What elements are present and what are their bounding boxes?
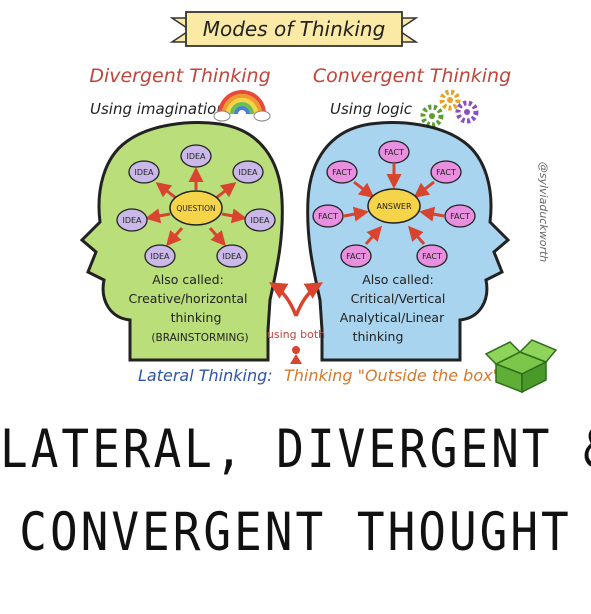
modes-of-thinking-diagram: Modes of Thinking Divergent Thinking Con… <box>79 11 558 394</box>
convergent-head <box>306 121 511 362</box>
divergent-subtitle: Using imagination <box>90 100 226 118</box>
question-node: QUESTION <box>176 204 215 213</box>
divergent-description: Also called: Creative/horizontal thinkin… <box>129 272 249 344</box>
person-icon <box>290 346 302 364</box>
credit-text: @sylviaduckworth <box>537 162 550 263</box>
idea-node: IDEA <box>250 216 270 225</box>
banner-title: Modes of Thinking <box>203 17 386 41</box>
idea-node: IDEA <box>134 168 154 177</box>
divergent-nodes: QUESTION IDEA IDEA IDEA IDEA IDEA IDEA I… <box>116 144 276 268</box>
title-banner: Modes of Thinking <box>169 11 419 47</box>
idea-node: IDEA <box>122 216 142 225</box>
idea-node: IDEA <box>150 252 170 261</box>
fact-node: FACT <box>384 148 404 157</box>
gears-icon <box>420 89 479 128</box>
caption-line-2: CONVERGENT THOUGHT <box>19 500 572 563</box>
lateral-text: Thinking "Outside the box" <box>284 366 500 385</box>
convergent-arrows <box>343 164 445 245</box>
convergent-nodes: ANSWER FACT FACT FACT FACT FACT FACT FAC… <box>312 140 476 268</box>
idea-node: IDEA <box>186 152 206 161</box>
also-called-label: Also called: <box>152 272 223 287</box>
using-both-arrows <box>268 282 324 317</box>
divergent-arrows <box>145 167 247 247</box>
open-box-icon <box>484 339 558 394</box>
fact-node: FACT <box>436 168 456 177</box>
lateral-label: Lateral Thinking: <box>138 366 273 385</box>
fact-node: FACT <box>318 212 338 221</box>
convergent-desc-line: thinking <box>353 329 404 344</box>
convergent-description: Also called: Critical/Vertical Analytica… <box>340 272 446 344</box>
fact-node: FACT <box>346 252 366 261</box>
fact-node: FACT <box>450 212 470 221</box>
divergent-head <box>79 121 284 362</box>
rainbow-icon <box>213 90 271 122</box>
convergent-desc-line: Critical/Vertical <box>351 291 446 306</box>
divergent-desc-line: thinking <box>171 310 222 325</box>
fact-node: FACT <box>422 252 442 261</box>
answer-node: ANSWER <box>376 202 412 211</box>
idea-node: IDEA <box>238 168 258 177</box>
caption-line-1: LATERAL, DIVERGENT & <box>0 417 591 480</box>
idea-node: IDEA <box>222 252 242 261</box>
using-both-label: using both <box>267 328 325 341</box>
divergent-title: Divergent Thinking <box>89 65 270 87</box>
caption: LATERAL, DIVERGENT & CONVERGENT THOUGHT <box>0 407 591 573</box>
fact-node: FACT <box>332 168 352 177</box>
divergent-desc-line: (BRAINSTORMING) <box>151 332 248 344</box>
convergent-desc-line: Analytical/Linear <box>340 310 445 325</box>
divergent-desc-line: Creative/horizontal <box>129 291 248 306</box>
convergent-subtitle: Using logic <box>330 100 413 118</box>
also-called-label: Also called: <box>362 272 433 287</box>
convergent-title: Convergent Thinking <box>313 65 511 87</box>
